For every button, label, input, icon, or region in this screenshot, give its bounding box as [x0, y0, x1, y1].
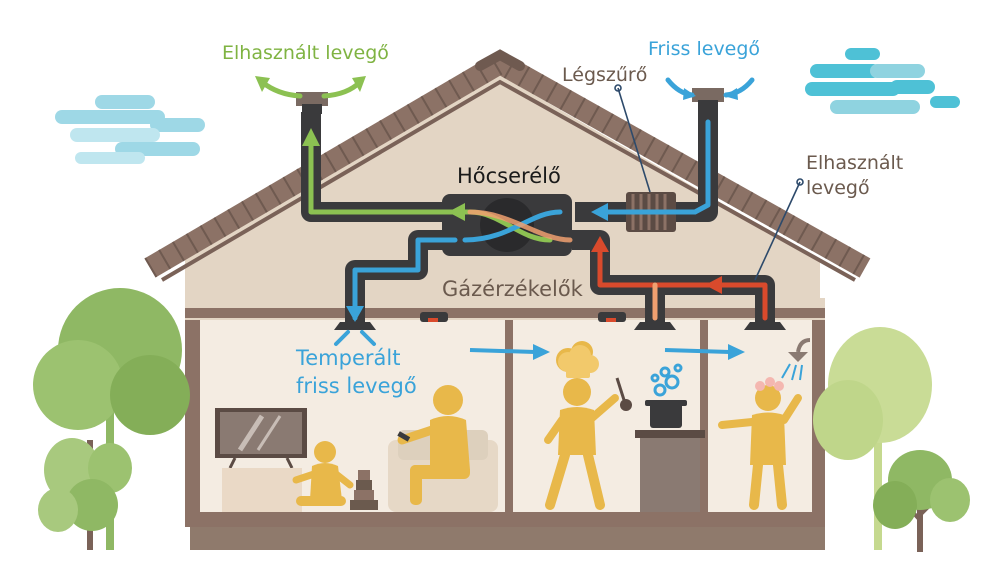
pot-icon [645, 400, 687, 428]
child-icon [292, 441, 354, 506]
filter-pointer-dot [614, 84, 622, 92]
person-icon-sofa [397, 385, 470, 505]
fresh-arrow [591, 203, 608, 221]
tree-icon-right-big [813, 327, 932, 550]
exhaust-arrowhead-left [255, 76, 270, 92]
cloud-icon-left [55, 95, 205, 164]
exhaust-arrowhead-right [352, 76, 366, 92]
label-heat-exchanger: Hőcserélő [457, 164, 561, 188]
fresh-in-flow [602, 119, 711, 215]
room-flow-arrows [469, 344, 745, 360]
label-exhaust-in-1: Elhasznált [806, 152, 904, 174]
exhaust-left-arrow [448, 203, 465, 221]
foundation [190, 525, 825, 550]
tree-icon-right-small [873, 450, 970, 552]
gas-sensor-icon-right [598, 312, 626, 322]
steam-icon [650, 363, 683, 397]
label-gas-sensors: Gázérzékelők [442, 277, 583, 301]
tv-stand [222, 468, 302, 512]
extract-left-arrow [705, 276, 722, 294]
cloud-icon-right [805, 48, 960, 114]
supply-spread-arrows [334, 330, 376, 346]
tempered-down-arrow [346, 306, 364, 322]
callout-lines [617, 87, 801, 281]
label-exhaust-out: Elhasznált levegő [222, 42, 389, 64]
tempered-flow [352, 237, 458, 321]
exhaust-out-flow [308, 137, 473, 215]
label-tempered-1: Temperált [296, 346, 401, 370]
exhaust-vent-cap [296, 92, 328, 114]
exhaust-pointer-dot [796, 178, 804, 186]
remote-icon [397, 431, 411, 442]
fresh-arrowhead-right [724, 88, 738, 100]
stove-top [635, 430, 705, 438]
extract-up-arrow [591, 236, 609, 252]
chef-hat-icon [558, 345, 599, 378]
roof [144, 49, 871, 282]
exhaust-up-arrow [302, 128, 320, 146]
label-filter: Légszűrő [562, 64, 648, 86]
ladle-icon [615, 377, 632, 411]
label-fresh-in: Friss levegő [648, 38, 761, 60]
gas-sensor-icon-left [420, 312, 448, 322]
ceiling-vents [334, 322, 786, 330]
shower-icon [781, 338, 811, 381]
ceiling-line [185, 308, 825, 318]
tv-icon [215, 408, 307, 469]
exchanger-orange-curve [467, 209, 573, 243]
intake-vent-cap [692, 88, 724, 110]
stove [640, 435, 700, 512]
foam-icon [755, 377, 784, 391]
label-tempered-2: friss levegő [296, 374, 417, 398]
fresh-arrowhead-left [683, 88, 696, 100]
extract-flow-red [597, 242, 768, 321]
tree-icon-left-small [38, 438, 132, 550]
person-icon-bath [718, 385, 802, 510]
toy-blocks-icon [350, 470, 378, 510]
label-exhaust-in-2: levegő [806, 177, 870, 199]
